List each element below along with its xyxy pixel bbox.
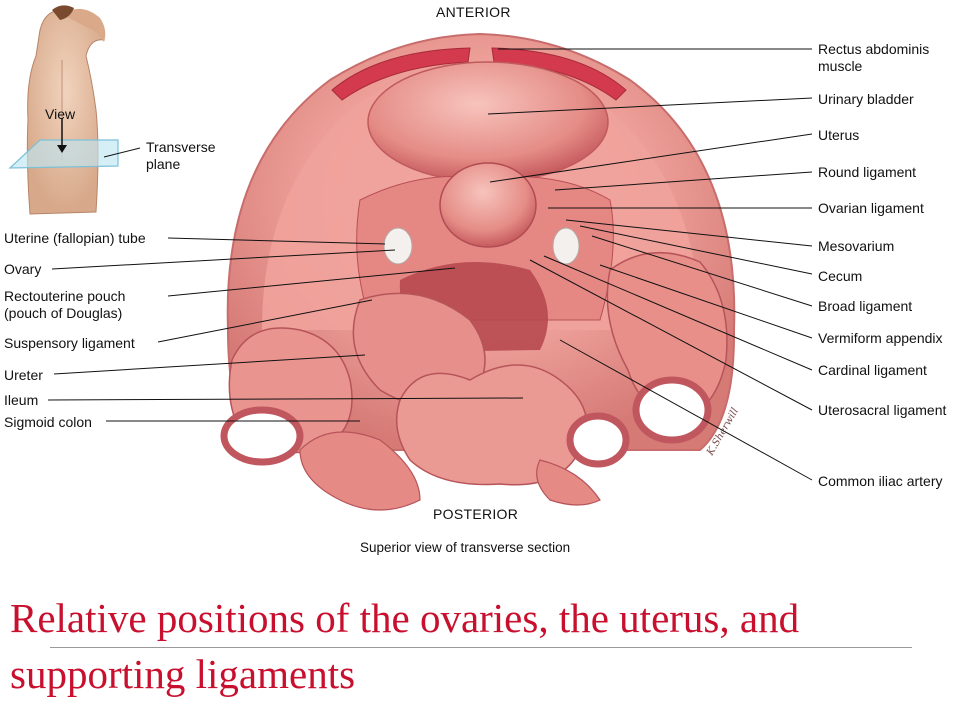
leader-suspensory (157, 299, 373, 343)
leader-cardinal (543, 255, 813, 371)
leader-cecum (579, 225, 813, 275)
leader-uterus (489, 133, 813, 183)
ovary-left-shape (383, 227, 413, 265)
label-urinary-bladder: Urinary bladder (818, 91, 914, 107)
leader-appendix (599, 264, 813, 339)
label-suspensory-ligament: Suspensory ligament (4, 335, 135, 351)
colon-cut-right (632, 376, 712, 444)
cecum-shape (606, 251, 728, 421)
leader-uterine-tube (167, 237, 386, 245)
label-rectouterine-pouch: Rectouterine pouch (pouch of Douglas) (4, 288, 126, 321)
label-cecum: Cecum (818, 268, 863, 284)
label-uterus: Uterus (818, 127, 860, 143)
label-cardinal-ligament: Cardinal ligament (818, 362, 927, 378)
posterior-label: POSTERIOR (433, 506, 519, 522)
leader-ovary (51, 249, 396, 270)
label-common-iliac-artery: Common iliac artery (818, 473, 943, 489)
rectus-muscle-left (331, 47, 471, 101)
ileum-bottom-loops (299, 431, 421, 511)
label-vermiform-appendix: Vermiform appendix (818, 330, 943, 346)
label-broad-ligament: Broad ligament (818, 298, 913, 314)
label-uterine-tube: Uterine (fallopian) tube (4, 230, 146, 246)
figure-caption: Superior view of transverse section (360, 540, 571, 555)
label-sigmoid-colon: Sigmoid colon (4, 414, 92, 430)
leader-lines (47, 48, 813, 481)
plane-leader-line (103, 147, 141, 158)
inset-plane-label: Transverse plane (146, 139, 216, 172)
leader-rectouterine (167, 267, 456, 297)
label-rectus-abdominis: Rectus abdominis muscle (818, 41, 930, 74)
slide-title: Relative positions of the ovaries, the u… (10, 595, 800, 697)
label-mesovarium: Mesovarium (818, 238, 895, 254)
transverse-plane-shape (8, 139, 119, 169)
leader-round-lig (554, 171, 813, 191)
inset-arm (62, 8, 106, 42)
inset-hair (52, 5, 74, 20)
inset-view-label: View (45, 106, 76, 122)
ileum-bottom-loops-2 (536, 459, 601, 506)
inset-figure (8, 5, 141, 215)
label-round-ligament: Round ligament (818, 164, 917, 180)
label-ureter: Ureter (4, 367, 43, 383)
uterus-shape (439, 162, 537, 248)
leader-iliac (559, 339, 813, 481)
sigmoid-colon-cut-left (220, 406, 304, 466)
label-uterosacral-ligament: Uterosacral ligament (818, 402, 947, 418)
leader-mesovarium (565, 219, 813, 247)
leader-ileum (47, 397, 524, 401)
leader-ureter (53, 354, 366, 375)
ovary-right-shape (552, 227, 580, 265)
leader-broad-lig (591, 235, 813, 307)
iliac-artery-cut (566, 412, 630, 468)
anterior-label: ANTERIOR (436, 4, 511, 20)
label-ovarian-ligament: Ovarian ligament (818, 200, 924, 216)
leader-uterosacral (529, 259, 813, 411)
title-underline (50, 647, 912, 648)
leader-bladder (487, 97, 813, 115)
view-arrow-head (57, 145, 67, 153)
label-ileum: Ileum (4, 392, 39, 408)
label-ovary: Ovary (4, 261, 42, 277)
